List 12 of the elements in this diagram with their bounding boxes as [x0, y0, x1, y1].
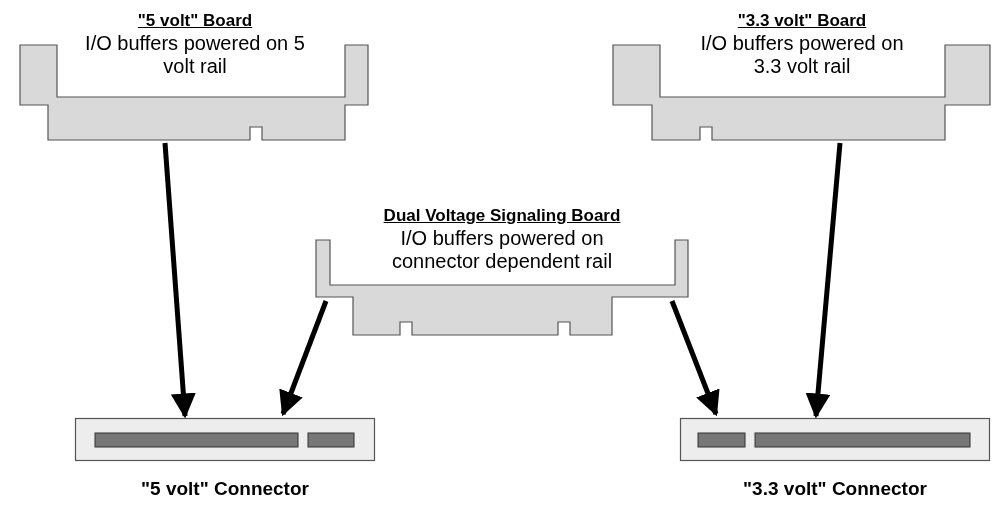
- board-title: "5 volt" Board: [137, 11, 253, 31]
- board-description: I/O buffers powered on 3.3 volt rail: [699, 32, 905, 78]
- arrow: [162, 142, 196, 419]
- arrow: [669, 300, 720, 417]
- connector-label: "5 volt" Connector: [141, 478, 309, 500]
- arrow: [279, 300, 329, 417]
- board-title: Dual Voltage Signaling Board: [383, 206, 621, 226]
- board-description: I/O buffers powered on connector dependent rail: [391, 227, 613, 273]
- connector-label: "3.3 volt" Connector: [743, 478, 927, 500]
- board-description: I/O buffers powered on 5 volt rail: [84, 32, 306, 78]
- board-title: "3.3 volt" Board: [737, 11, 867, 31]
- arrow: [805, 142, 843, 419]
